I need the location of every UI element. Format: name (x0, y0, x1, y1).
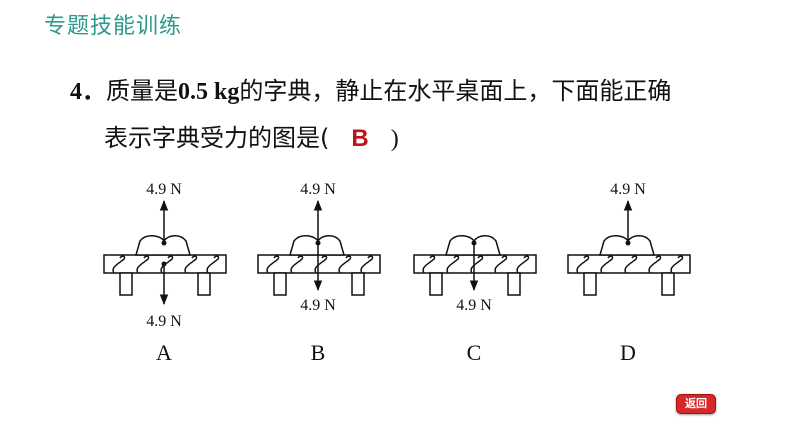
table-leg (119, 272, 133, 296)
force-label-bottom: 4.9 N (146, 313, 182, 330)
table-leg (507, 272, 521, 296)
table-curl (160, 255, 174, 274)
table-curl (266, 255, 280, 274)
force-label-top: 4.9 N (146, 181, 182, 198)
table-curl (576, 255, 590, 274)
question-close-paren: ) (390, 126, 399, 152)
question-number: 4． (70, 79, 106, 105)
table-curl (446, 255, 460, 274)
dictionary (599, 235, 655, 256)
dictionary (289, 235, 345, 256)
table-curl (206, 255, 220, 274)
table-curl (624, 255, 638, 274)
force-label-top: 4.9 N (300, 181, 336, 198)
question-text-a: 质量是 (106, 77, 178, 105)
force-label-bottom: 4.9 N (456, 297, 492, 314)
table-leg (429, 272, 443, 296)
question-text-b: 的字典，静止在水平桌面上，下面能正确 (239, 77, 672, 105)
table-curl (422, 255, 436, 274)
diagram-d: 4.9 N D (567, 181, 691, 365)
back-button[interactable]: 返回 (676, 394, 716, 414)
force-label-bottom: 4.9 N (300, 297, 336, 314)
table-leg (661, 272, 675, 296)
question-mass: 0.5 kg (178, 79, 240, 105)
dictionary (445, 235, 501, 256)
table-curl (338, 255, 352, 274)
table-curl (136, 255, 150, 274)
option-letter: D (620, 340, 636, 365)
table-curl (516, 255, 530, 274)
table-curl (290, 255, 304, 274)
table-curl (600, 255, 614, 274)
table-curl (112, 255, 126, 274)
table-leg (273, 272, 287, 296)
table-curl (360, 255, 374, 274)
diagram-a: 4.9 N 4.9 N A (103, 181, 227, 365)
option-letter: A (156, 340, 172, 365)
table-curl (670, 255, 684, 274)
table-curl (494, 255, 508, 274)
answer-letter: B (351, 125, 369, 152)
option-letter: C (467, 340, 482, 365)
table-curl (184, 255, 198, 274)
force-label-top: 4.9 N (610, 181, 646, 198)
question-text-c: 表示字典受力的图是( (104, 124, 330, 152)
option-letter: B (311, 340, 326, 365)
table-leg (583, 272, 597, 296)
table-leg (351, 272, 365, 296)
table-curl (648, 255, 662, 274)
table-curl (470, 255, 484, 274)
diagram-b: 4.9 N 4.9 N B (257, 181, 381, 365)
question-text: 4．质量是0.5 kg的字典，静止在水平桌面上，下面能正确 表示字典受力的图是(… (70, 68, 770, 162)
section-title: 专题技能训练 (44, 14, 183, 39)
diagram-c: 4.9 N C (413, 235, 537, 365)
dictionary (135, 235, 191, 256)
table-leg (197, 272, 211, 296)
table-curl (314, 255, 328, 274)
